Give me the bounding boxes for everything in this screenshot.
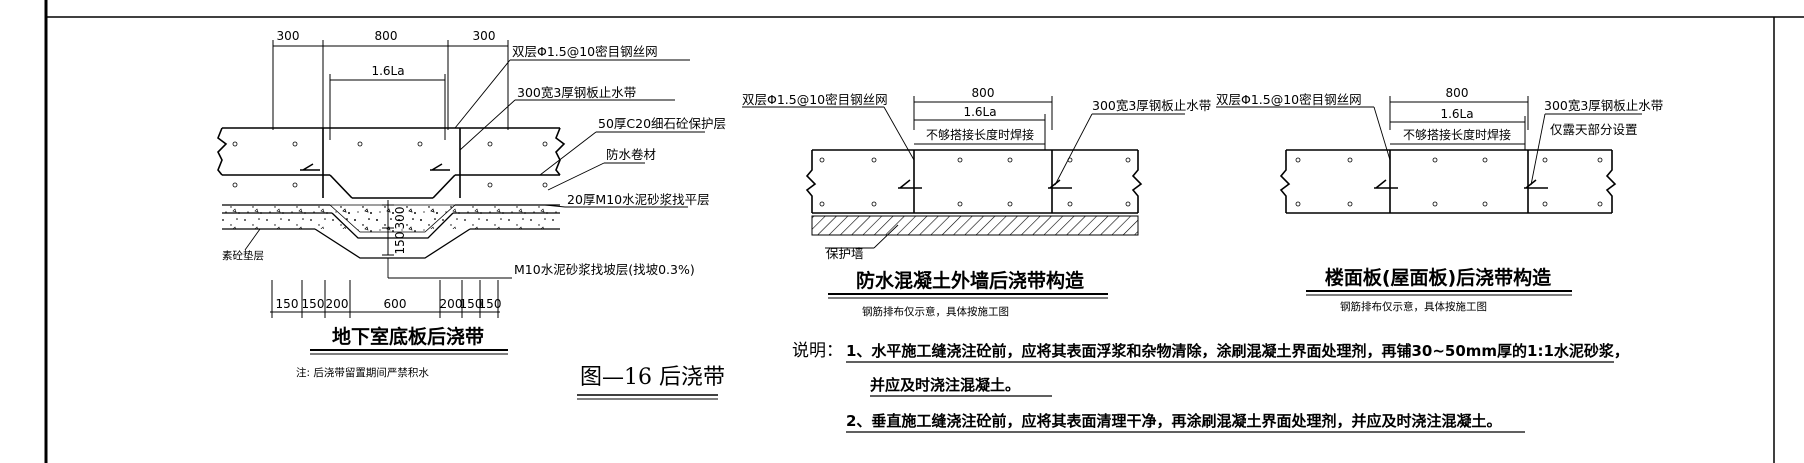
notes-prefix: 说明： <box>792 341 843 361</box>
detail1-bottom-dim-1: 150 <box>276 297 299 311</box>
detail1-mesh-label: 双层Φ1.5@10密目钢丝网 <box>512 44 658 59</box>
detail1-slab-body <box>217 127 566 199</box>
detail1-bottom-dim-2: 150 <box>302 297 325 311</box>
detail3-exposed-label: 仅露天部分设置 <box>1550 122 1638 137</box>
general-notes: 说明： 1、水平施工缝浇注砼前，应将其表面浮浆和杂物清除，涂刷混凝土界面处理剂，… <box>792 341 1629 433</box>
detail1-concrete-pit <box>328 204 457 233</box>
detail3-weld-note: 不够搭接长度时焊接 <box>1403 127 1511 142</box>
detail1-slope-label: M10水泥砂浆找坡层(找坡0.3%) <box>514 262 695 277</box>
detail2-subnote: 钢筋排布仅示意，具体按施工图 <box>862 305 1009 318</box>
detail1-protect-label: 50厚C20细石砼保护层 <box>598 116 726 131</box>
detail1-top-dim-2: 800 <box>375 29 398 43</box>
detail1-title: 地下室底板后浇带 <box>332 325 484 348</box>
detail1-membrane-label: 防水卷材 <box>606 147 656 162</box>
detail3-top-dim: 800 <box>1446 86 1469 100</box>
detail1-bottom-dim-3: 200 <box>326 297 349 311</box>
detail1-vert-dim-1: 300 <box>393 207 407 230</box>
detail1-cushion-label: 素砼垫层 <box>222 249 264 262</box>
detail1-top-dim-3: 300 <box>473 29 496 43</box>
detail3-slab-body <box>1279 149 1617 214</box>
figure-label: 图—16 后浇带 <box>580 365 725 390</box>
detail1-bottom-dim-6: 150 <box>460 297 483 311</box>
detail1-footnote: 注: 后浇带留置期间严禁积水 <box>296 366 429 379</box>
detail1-bottom-dim-5: 200 <box>440 297 463 311</box>
detail2-waterstop-label: 300宽3厚钢板止水带 <box>1092 98 1211 113</box>
detail1-rebar <box>300 163 450 171</box>
detail2-lap-dim: 1.6La <box>963 105 996 119</box>
detail2-wall-body <box>805 149 1143 214</box>
detail1-bottom-dim-7: 150 <box>479 297 502 311</box>
detail1-rebar-dots <box>232 141 548 188</box>
detail3-lap-dim: 1.6La <box>1440 107 1473 121</box>
detail1-leaders <box>244 59 705 279</box>
detail2-title: 防水混凝土外墙后浇带构造 <box>856 269 1085 292</box>
detail1-vert-dim-2: 150 <box>393 232 407 255</box>
detail2-weld-note: 不够搭接长度时焊接 <box>926 127 1034 142</box>
detail3-subnote: 钢筋排布仅示意，具体按施工图 <box>1340 300 1487 313</box>
detail2-top-dim: 800 <box>972 86 995 100</box>
detail1-bottom-dim-4: 600 <box>384 297 407 311</box>
detail3-mesh-label: 双层Φ1.5@10密目钢丝网 <box>1216 92 1362 107</box>
detail2-protect-wall-label: 保护墙 <box>826 246 864 261</box>
detail3-floor-slab: 800 1.6La 不够搭接长度时焊接 双层Φ1.5@10密目钢丝网 300宽3… <box>1216 86 1663 313</box>
detail1-dimension-lines <box>270 40 509 318</box>
note-item-2: 2、垂直施工缝浇注砼前，应将其表面清理干净，再涂刷混凝土界面处理剂，并应及时浇注… <box>846 412 1501 430</box>
detail1-lap-dim: 1.6La <box>371 64 404 78</box>
detail1-basement-slab: 300 800 300 1.6La 双层Φ1.5@10密目钢丝网 300宽3厚钢… <box>217 29 726 379</box>
detail3-title: 楼面板(屋面板)后浇带构造 <box>1325 266 1552 289</box>
detail2-mesh-label: 双层Φ1.5@10密目钢丝网 <box>742 92 888 107</box>
drawing-frame <box>44 0 1804 463</box>
detail1-top-dim-1: 300 <box>277 29 300 43</box>
detail2-rebar <box>898 179 1072 189</box>
detail2-protect-wall-hatch <box>811 215 1139 236</box>
note-item-1: 1、水平施工缝浇注砼前，应将其表面浮浆和杂物清除，涂刷混凝土界面处理剂，再铺30… <box>846 342 1629 360</box>
detail2-external-wall: 800 1.6La 不够搭接长度时焊接 双层Φ1.5@10密目钢丝网 300宽3… <box>742 86 1211 318</box>
detail1-waterstop-label: 300宽3厚钢板止水带 <box>517 85 636 100</box>
note-item-1-cont: 并应及时浇注混凝土。 <box>870 376 1020 394</box>
detail3-waterstop-label: 300宽3厚钢板止水带 <box>1544 98 1663 113</box>
detail1-screed-label: 20厚M10水泥砂浆找平层 <box>567 192 710 207</box>
